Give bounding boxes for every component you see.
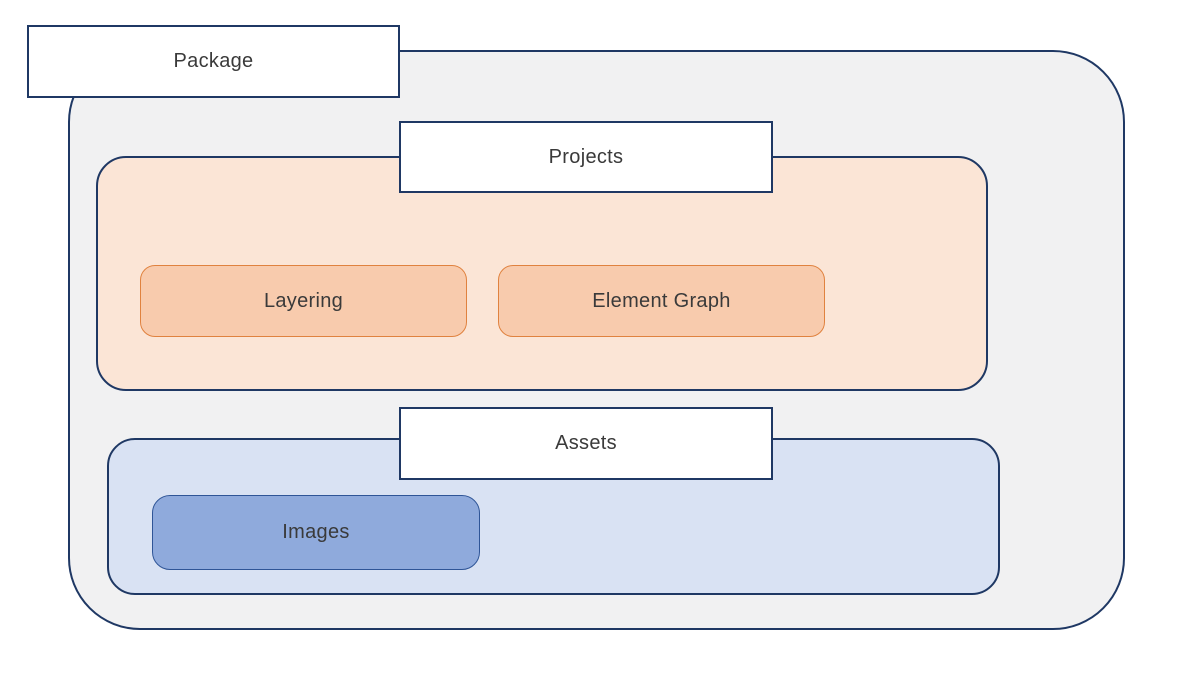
assets-label: Assets (399, 407, 773, 480)
package-label: Package (27, 25, 400, 98)
node-element-graph-text: Element Graph (592, 289, 731, 312)
package-label-text: Package (173, 50, 254, 72)
projects-label: Projects (399, 121, 773, 193)
node-layering-text: Layering (263, 289, 344, 312)
node-layering: Layering (140, 265, 467, 337)
projects-label-text: Projects (548, 145, 624, 168)
node-images: Images (152, 495, 480, 570)
assets-label-text: Assets (555, 432, 617, 454)
node-images-text: Images (282, 521, 350, 543)
node-element-graph: Element Graph (498, 265, 825, 337)
